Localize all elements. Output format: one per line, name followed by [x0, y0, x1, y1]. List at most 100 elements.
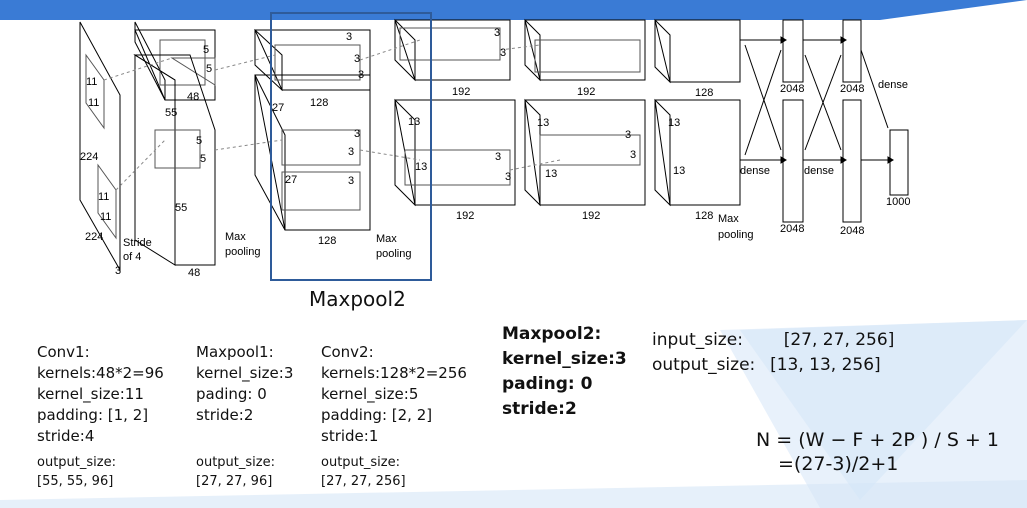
conv1-volume	[133, 21, 216, 266]
diagram-label: dense	[878, 79, 908, 91]
conv1-line: padding: [1, 2]	[37, 406, 149, 424]
output-size-label: output_size:	[652, 355, 756, 375]
diagram-label: 3	[346, 31, 352, 43]
formula-line2: =(27-3)/2+1	[778, 453, 899, 475]
conv1-name: Conv1:	[37, 343, 90, 361]
diagram-label: 3	[348, 146, 354, 158]
maxpool1-line: kernel_size:3	[196, 364, 294, 382]
diagram-label: pooling	[718, 229, 753, 241]
diagram-label: 48	[187, 91, 199, 103]
diagram-label: 128	[318, 235, 336, 247]
diagram-label: 55	[165, 107, 177, 119]
fc-layers	[740, 19, 909, 223]
diagram-label: pooling	[376, 248, 411, 260]
maxpool1-spec: Maxpool1: kernel_size:3 pading: 0 stride…	[196, 342, 293, 491]
diagram-label: 5	[203, 44, 209, 56]
conv2-spec: Conv2: kernels:128*2=256 kernel_size:5 p…	[321, 342, 467, 491]
page-title: Maxpool2	[309, 287, 406, 311]
diagram-label: 192	[456, 210, 474, 222]
diagram-label: 3	[354, 128, 360, 140]
diagram-label: 2048	[840, 83, 864, 95]
diagram-label: 128	[695, 210, 713, 222]
conv2-output-value: [27, 27, 256]	[321, 474, 406, 489]
diagram-label: 48	[188, 267, 200, 279]
diagram-label: 3	[494, 27, 500, 39]
input-size-value: [27, 27, 256]	[783, 330, 895, 350]
maxpool2-highlight-box	[270, 12, 432, 281]
diagram-label: 27	[272, 102, 284, 114]
formula-line1: N = (W − F + 2P ) / S + 1	[756, 429, 999, 451]
diagram-label: 3	[630, 149, 636, 161]
conv2-line: padding: [2, 2]	[321, 406, 433, 424]
top-accent-bar	[0, 0, 1027, 20]
diagram-label: 3	[500, 47, 506, 59]
diagram-label: 13	[673, 165, 685, 177]
diagram-label: 192	[582, 210, 600, 222]
diagram-label: 27	[285, 174, 297, 186]
conv2-name: Conv2:	[321, 343, 374, 361]
diagram-label: 11	[86, 76, 97, 88]
maxpool2-line: pading: 0	[502, 374, 593, 394]
maxpool1-output-label: output_size:	[196, 455, 275, 470]
diagram-label: 1000	[886, 196, 910, 208]
maxpool2-name: Maxpool2:	[502, 324, 602, 344]
diagram-label: 5	[200, 153, 206, 165]
diagram-label: dense	[804, 165, 834, 177]
conv1-output-label: output_size:	[37, 455, 116, 470]
diagram-label: 13	[668, 117, 680, 129]
output-size-value: [13, 13, 256]	[770, 355, 881, 375]
diagram-label: 224	[85, 231, 103, 243]
diagram-label: pooling	[225, 246, 260, 258]
diagram-label: 192	[452, 86, 470, 98]
conv1-line: kernels:48*2=96	[37, 364, 164, 382]
conv2-line: stride:1	[321, 427, 379, 445]
conv1-spec: Conv1: kernels:48*2=96 kernel_size:11 pa…	[37, 342, 164, 491]
diagram-label: 2048	[780, 83, 804, 95]
conv2-volume	[254, 28, 371, 231]
conv1-line: stride:4	[37, 427, 95, 445]
maxpool1-output-value: [27, 27, 96]	[196, 474, 273, 489]
diagram-label: 11	[98, 191, 109, 203]
conv1-output-value: [55, 55, 96]	[37, 474, 114, 489]
diagram-label: 5	[206, 63, 212, 75]
diagram-label: 13	[545, 168, 557, 180]
conv2-line: kernel_size:5	[321, 385, 419, 403]
diagram-label: 3	[495, 151, 501, 163]
diagram-label: 5	[196, 135, 202, 147]
diagram-label: 128	[310, 97, 328, 109]
input-volume	[79, 21, 121, 272]
maxpool1-line: pading: 0	[196, 385, 267, 403]
diagram-label: 224	[80, 151, 98, 163]
diagram-label: Max	[225, 231, 246, 243]
diagram-label: 55	[175, 202, 187, 214]
diagram-label: 2048	[780, 223, 804, 235]
diagram-label: 13	[408, 116, 420, 128]
conv2-line: kernels:128*2=256	[321, 364, 467, 382]
conv1-line: kernel_size:11	[37, 385, 144, 403]
input-size-label: input_size:	[652, 330, 743, 350]
diagram-label: 3	[348, 175, 354, 187]
maxpool2-spec: Maxpool2: kernel_size:3 pading: 0 stride…	[502, 322, 627, 422]
alexnet-architecture-diagram: 224 224 3 11 11 11 11 Stride of 4 55 55 …	[79, 12, 910, 281]
diagram-label: dense	[740, 165, 770, 177]
diagram-label: 3	[354, 53, 360, 65]
diagram-label: 11	[88, 97, 99, 109]
maxpool1-name: Maxpool1:	[196, 343, 274, 361]
maxpool2-line: kernel_size:3	[502, 349, 627, 369]
diagram-label: 3	[358, 69, 364, 81]
maxpool1-line: stride:2	[196, 406, 254, 424]
formula: N = (W − F + 2P ) / S + 1 =(27-3)/2+1	[756, 428, 999, 476]
diagram-label: 11	[100, 211, 111, 223]
conv2-output-label: output_size:	[321, 455, 400, 470]
maxpool2-line: stride:2	[502, 399, 577, 419]
diagram-label: Max	[376, 233, 397, 245]
diagram-label: 2048	[840, 225, 864, 237]
io-sizes: input_size: [27, 27, 256] output_size: […	[652, 328, 894, 378]
diagram-label: Max	[718, 213, 739, 225]
diagram-label: Stride	[123, 237, 152, 249]
diagram-label: 3	[505, 171, 511, 183]
diagram-label: 13	[537, 117, 549, 129]
diagram-label: 3	[115, 265, 121, 277]
diagram-label: 128	[695, 87, 713, 99]
